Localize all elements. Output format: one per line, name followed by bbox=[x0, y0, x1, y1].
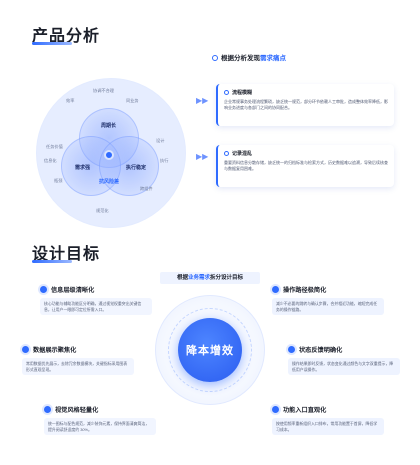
path-icon bbox=[272, 286, 279, 293]
card-text: 重要资料信息分散存储，缺乏统一的归档标准与检索方式，历史数据难以追溯，导致后续核… bbox=[224, 160, 388, 171]
goal-text: 核心功能与辅助功能区分明确，通过视觉权重突出关键信息，让用户一眼即可定位所需入口… bbox=[40, 298, 152, 316]
target-icon bbox=[212, 55, 218, 61]
arrow-right-icon: ▶▶ bbox=[196, 152, 209, 161]
pain-point-card: 流程模糊 企业常规事务处理流程繁琐，缺乏统一规范，部分环节依赖人工审批，造成整体… bbox=[216, 84, 394, 126]
venn-label-right: 执行稳定 bbox=[126, 165, 147, 171]
style-icon bbox=[44, 406, 51, 413]
venn-label-left: 需求强 bbox=[75, 165, 91, 171]
design-goals-underline bbox=[32, 260, 72, 263]
goal-text: 统一图标与配色规范，减少装饰元素，保持界面清爽简洁，提升阅读舒适度约 30%。 bbox=[44, 418, 156, 436]
venn-outer-label: 设计 bbox=[156, 138, 165, 143]
data-icon bbox=[22, 346, 29, 353]
entry-icon bbox=[272, 406, 279, 413]
venn-outer-label: 信息化 bbox=[44, 158, 57, 163]
design-goals-title: 设计目标 bbox=[32, 246, 101, 263]
venn-outer-label: 瓶颈 bbox=[54, 178, 63, 183]
arrow-right-icon: ▶▶ bbox=[196, 96, 209, 105]
target-icon bbox=[224, 90, 229, 95]
goals-banner: 根据业务需求拆分设计目标 bbox=[160, 272, 260, 284]
product-analysis-underline bbox=[32, 42, 72, 45]
venn-center-dot bbox=[104, 150, 114, 160]
venn-outer-label: 规范化 bbox=[96, 208, 109, 213]
venn-outer-label: 同业务 bbox=[126, 98, 139, 103]
pain-point-heading: 根据分析发现需求痛点 bbox=[212, 52, 286, 62]
goal-item: 信息层级清晰化 核心功能与辅助功能区分明确，通过视觉权重突出关键信息，让用户一眼… bbox=[40, 285, 152, 316]
venn-center-label: 抗风险差 bbox=[99, 179, 120, 185]
card-title: 记录混乱 bbox=[224, 150, 388, 157]
goal-text: 操作结果即时反馈，状态变化通过颜色与文字双重提示，降低用户误操作。 bbox=[288, 358, 400, 376]
goal-text: 常用数据优先展示，去除冗余数据模块，关键指标采用图表形式直观呈现。 bbox=[22, 358, 134, 376]
target-icon bbox=[224, 151, 229, 156]
venn-outer-label: 跨组件 bbox=[140, 186, 153, 191]
goal-text: 按使用频率重新组织入口排布，常用功能置于首屏，降低学习成本。 bbox=[272, 418, 384, 436]
goal-item: 数据展示聚焦化 常用数据优先展示，去除冗余数据模块，关键指标采用图表形式直观呈现… bbox=[22, 345, 134, 376]
venn-outer-label: 任务价值 bbox=[46, 144, 63, 149]
card-text: 企业常规事务处理流程繁琐，缺乏统一规范，部分环节依赖人工审批，造成整体效率降低，… bbox=[224, 99, 388, 110]
goal-item: 操作路径极简化 减少不必要的跳转与确认步骤，合并相近功能，缩短完成任务的操作链路… bbox=[272, 285, 384, 316]
venn-outer-label: 执行 bbox=[160, 158, 169, 163]
goal-item: 状态反馈明确化 操作结果即时反馈，状态变化通过颜色与文字双重提示，降低用户误操作… bbox=[288, 345, 400, 376]
venn-outer-label: 效率 bbox=[66, 98, 75, 103]
goal-item: 功能入口直观化 按使用频率重新组织入口排布，常用功能置于首屏，降低学习成本。 bbox=[272, 405, 384, 436]
venn-diagram: 周期长 需求强 执行稳定 抗风险差 协调不合理 效率 同业务 任务价值 设计 信… bbox=[36, 78, 186, 228]
card-title: 流程模糊 bbox=[224, 89, 388, 96]
pain-point-card: 记录混乱 重要资料信息分散存储，缺乏统一的归档标准与检索方式，历史数据难以追溯，… bbox=[216, 145, 394, 187]
info-icon bbox=[40, 286, 47, 293]
venn-circle-right bbox=[99, 136, 159, 196]
goal-item: 视觉风格轻量化 统一图标与配色规范，减少装饰元素，保持界面清爽简洁，提升阅读舒适… bbox=[44, 405, 156, 436]
product-analysis-title: 产品分析 bbox=[32, 28, 101, 45]
core-goal-circle: 降本增效 bbox=[178, 318, 242, 382]
feedback-icon bbox=[288, 346, 295, 353]
venn-outer-label: 协调不合理 bbox=[93, 88, 114, 93]
middle-ring bbox=[168, 308, 252, 392]
goal-text: 减少不必要的跳转与确认步骤，合并相近功能，缩短完成任务的操作链路。 bbox=[272, 298, 384, 316]
venn-label-top: 周期长 bbox=[101, 123, 117, 129]
